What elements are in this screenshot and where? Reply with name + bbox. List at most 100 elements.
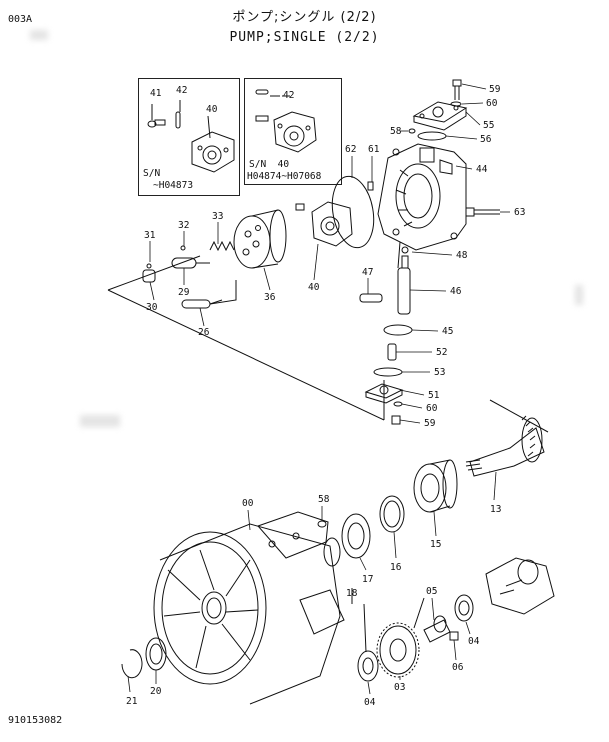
callout-04: 04	[364, 697, 376, 708]
callout-51: 51	[428, 390, 440, 401]
part-04-bearing	[454, 594, 474, 622]
scan-smudge	[80, 415, 120, 427]
part-58-ring	[317, 520, 327, 528]
callout-05: 05	[426, 586, 437, 597]
part-05-gear-shaft	[423, 615, 451, 643]
callout-55: 55	[483, 120, 494, 131]
part-33-spring	[209, 240, 235, 252]
callout-61: 61	[368, 144, 380, 155]
scan-smudge	[575, 285, 583, 305]
part-15-bearing	[413, 459, 458, 513]
title-japanese: ポンプ;シングル (2/2)	[232, 10, 377, 25]
part-62-o-ring	[331, 175, 375, 249]
part-16-retaining-ring	[379, 495, 405, 533]
callout-20: 20	[150, 686, 162, 697]
callout-17: 17	[362, 574, 373, 585]
part-00-gear-housing	[153, 511, 345, 705]
pilot-pump-body	[485, 557, 555, 615]
callout-62: 62	[345, 144, 356, 155]
part-03-gear	[376, 622, 420, 678]
part-13-drive-shaft	[465, 399, 549, 477]
part-20-seal	[145, 637, 167, 671]
part-30-pin	[142, 263, 156, 283]
title-english: PUMP;SINGLE (2/2)	[229, 30, 380, 45]
callout-40: 40	[206, 104, 218, 115]
part-46-servo-piston	[397, 246, 411, 315]
callout-leaders	[127, 83, 510, 695]
callout-59: 59	[489, 84, 501, 95]
part-06-key	[449, 631, 459, 641]
callout-42: 42	[176, 85, 187, 96]
callout-52: 52	[436, 347, 447, 358]
callout-32: 32	[178, 220, 189, 231]
callout-26: 26	[198, 327, 210, 338]
part-41-shank	[154, 119, 166, 126]
callout-06: 06	[452, 662, 464, 673]
callout-58: 58	[390, 126, 402, 137]
callout-31: 31	[144, 230, 156, 241]
callout-45: 45	[442, 326, 453, 337]
callout-42: 42	[283, 90, 294, 101]
callout-48: 48	[456, 250, 468, 261]
part-42-pin-icon	[175, 111, 181, 129]
callout-29: 29	[178, 287, 190, 298]
callout-18: 18	[346, 588, 358, 599]
page-code: 003A	[8, 14, 33, 25]
callout-56: 56	[480, 134, 492, 145]
callout-46: 46	[450, 286, 462, 297]
part-59-bolt	[391, 415, 401, 425]
part-41-bolt-icon	[255, 115, 269, 122]
part-53-o-ring	[373, 367, 403, 377]
callout-53: 53	[434, 367, 445, 378]
callout-15: 15	[430, 539, 441, 550]
part-42-pin-icon	[255, 89, 269, 95]
callout-labels: 41 42 40 42 59 60 55 56 58 62 61 44 63 3…	[126, 84, 525, 708]
inset-box-late-serial: S/N 40 H04874~H07068	[244, 78, 342, 185]
callout-03: 03	[394, 682, 405, 693]
callout-41: 41	[150, 88, 162, 99]
part-59-bolt-top	[452, 79, 462, 100]
callout-16: 16	[390, 562, 402, 573]
callout-47: 47	[362, 267, 373, 278]
part-60-washer	[393, 401, 403, 407]
part-47-bolt	[359, 293, 383, 303]
inset1-parts	[147, 100, 235, 173]
part-40-plate-icon	[191, 131, 235, 173]
part-36-cylinder-block	[233, 209, 287, 269]
inset-sn-label: S/N 40	[249, 159, 290, 170]
inset2-parts	[255, 89, 317, 153]
callout-59: 59	[424, 418, 436, 429]
part-58-ring	[408, 128, 416, 134]
part-26-shoe	[181, 299, 223, 309]
part-17-bearing	[341, 513, 371, 559]
callout-30: 30	[146, 302, 158, 313]
part-44-pump-casing	[377, 143, 467, 251]
callout-44: 44	[476, 164, 488, 175]
part-60-washer	[450, 101, 462, 107]
part-04-bearing	[357, 650, 379, 682]
part-40-valve-plate	[295, 201, 353, 247]
part-63-bolt	[465, 207, 500, 217]
part-55-cover-plate	[412, 101, 468, 131]
inset-sn-range: ~H04873	[153, 180, 194, 191]
inset-box-early-serial: S/N ~H04873	[138, 78, 240, 196]
callout-04: 04	[468, 636, 480, 647]
part-52-pin	[387, 343, 397, 361]
inset-sn-range: H04874~H07068	[247, 171, 322, 182]
part-41-bolt-icon	[147, 120, 157, 128]
document-number: 910153082	[8, 715, 63, 726]
part-40-plate-icon	[273, 111, 317, 153]
callout-60: 60	[486, 98, 498, 109]
scan-smudge	[30, 30, 48, 40]
callout-63: 63	[514, 207, 525, 218]
callout-60: 60	[426, 403, 438, 414]
callout-40: 40	[308, 282, 320, 293]
callout-00: 00	[242, 498, 254, 509]
callout-36: 36	[264, 292, 276, 303]
callout-33: 33	[212, 211, 223, 222]
part-56-o-ring	[417, 131, 447, 141]
callout-58: 58	[318, 494, 330, 505]
part-45-seal	[383, 324, 413, 336]
